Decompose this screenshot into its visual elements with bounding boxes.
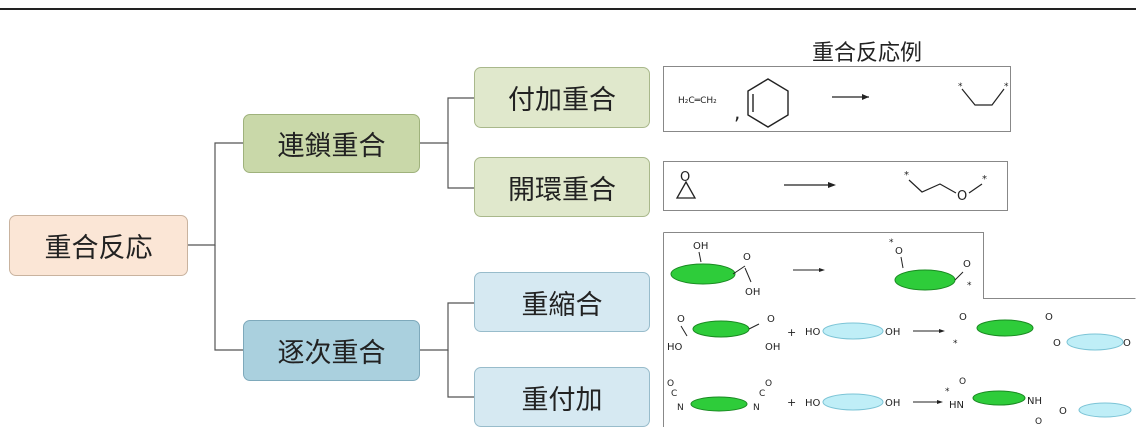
ethylene-formula: H₂C═CH₂ xyxy=(678,96,717,106)
svg-text:O: O xyxy=(1123,338,1131,349)
end-star-left: * xyxy=(958,82,963,92)
svg-text:HO: HO xyxy=(805,398,821,409)
plus-1: + xyxy=(787,326,796,339)
svg-text:O: O xyxy=(677,314,685,325)
green-polyester-blob xyxy=(976,319,1034,337)
examples-title: 重合反応例 xyxy=(812,41,923,66)
cyclohexene-ring xyxy=(747,78,789,128)
polymer-chain xyxy=(961,88,1005,106)
carbonyl-o: O xyxy=(743,252,751,263)
nh-label: NH xyxy=(1027,396,1042,407)
step-label: 逐次重合 xyxy=(277,338,386,369)
hn-label: HN xyxy=(949,400,964,411)
green-polyurethane-blob xyxy=(972,390,1026,406)
svg-text:C: C xyxy=(759,389,765,399)
polymer-chain xyxy=(908,179,957,194)
svg-text:OH: OH xyxy=(885,398,900,409)
ring-opening-polymerization-node: 開環重合 xyxy=(474,157,650,217)
svg-text:O: O xyxy=(1053,338,1061,349)
polycondensation-node: 重縮合 xyxy=(474,272,650,332)
blue-diol-blob-2 xyxy=(822,393,884,411)
plus-2: + xyxy=(787,396,796,409)
svg-text:O: O xyxy=(959,377,966,387)
svg-text:O: O xyxy=(1035,417,1042,427)
svg-text:O: O xyxy=(767,314,775,325)
epoxide-ring xyxy=(675,180,697,199)
blue-polyester-blob xyxy=(1066,333,1124,351)
arrowhead xyxy=(828,182,836,188)
polyaddition-node: 重付加 xyxy=(474,367,650,427)
green-polymer-blob xyxy=(894,269,956,291)
blue-polyurethane-blob xyxy=(1078,402,1132,418)
svg-text:O: O xyxy=(1059,406,1067,417)
addition-polymerization-node: 付加重合 xyxy=(474,67,650,128)
ring-opening-example-panel: O * O * xyxy=(663,161,1008,211)
svg-text:O: O xyxy=(667,379,674,389)
polyaddition-label: 重付加 xyxy=(521,384,603,416)
arrowhead xyxy=(862,94,869,100)
step-polymerization-node: 逐次重合 xyxy=(243,320,420,381)
svg-text:O: O xyxy=(1045,312,1053,323)
n-left: N xyxy=(677,403,684,413)
svg-text:*: * xyxy=(953,339,958,349)
svg-text:OH: OH xyxy=(885,327,900,338)
svg-text:OH: OH xyxy=(765,342,780,353)
end-star-right: * xyxy=(1004,82,1009,92)
green-diacid-blob xyxy=(692,320,750,338)
polymer-star: * xyxy=(889,238,894,248)
svg-text:HO: HO xyxy=(805,327,821,338)
svg-text:N: N xyxy=(753,403,760,413)
top-rule xyxy=(0,8,1136,10)
ho-left: HO xyxy=(667,342,683,353)
acid-oh: OH xyxy=(745,287,760,298)
step-example-panel: OH O OH * O O * O HO O OH + HO OH O * O … xyxy=(663,232,1136,427)
chain-oxygen: O xyxy=(957,189,967,204)
root-node: 重合反応 xyxy=(9,215,188,276)
end-star-left: * xyxy=(904,170,909,181)
green-monomer-blob xyxy=(670,263,736,285)
root-label: 重合反応 xyxy=(44,233,153,264)
addition-example-panel: H₂C═CH₂ , * * xyxy=(663,66,1011,132)
svg-text:O: O xyxy=(963,259,971,270)
green-diisocyanate-blob xyxy=(690,396,748,412)
svg-text:O: O xyxy=(959,312,967,323)
svg-text:C: C xyxy=(671,389,677,399)
chain-label: 連鎖重合 xyxy=(277,131,386,162)
blue-diol-blob xyxy=(822,322,884,340)
epoxide-oxygen: O xyxy=(680,170,690,185)
polymer-o: O xyxy=(895,246,903,257)
svg-text:O: O xyxy=(765,379,772,389)
svg-text:*: * xyxy=(945,387,950,397)
end-star-right: * xyxy=(982,174,987,185)
hydroxy-label: OH xyxy=(693,241,708,252)
addition-label: 付加重合 xyxy=(508,85,616,116)
polycondensation-label: 重縮合 xyxy=(521,289,603,321)
svg-text:*: * xyxy=(967,281,972,291)
chain-polymerization-node: 連鎖重合 xyxy=(243,114,420,173)
ring-opening-label: 開環重合 xyxy=(508,174,616,206)
comma: , xyxy=(734,100,740,124)
